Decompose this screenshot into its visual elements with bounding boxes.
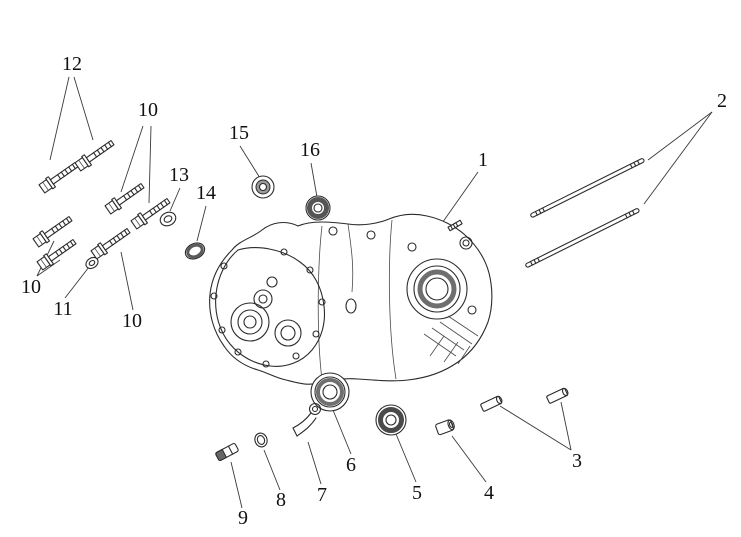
part-seal-ring-14 [184, 242, 206, 260]
callout-14: 14 [196, 182, 216, 204]
stud [524, 207, 641, 269]
part-crankcase [209, 213, 493, 385]
part-bolt-10 [89, 225, 133, 261]
part-washer-13 [159, 211, 177, 227]
leader-lines [36, 76, 713, 509]
part-bushing-4 [435, 419, 455, 436]
callout-13: 13 [169, 164, 189, 186]
callout-15: 15 [229, 122, 249, 144]
part-stud-group-2 [524, 157, 646, 269]
crankcase-top-stud [447, 219, 463, 232]
crankcase-main-bore [406, 258, 468, 320]
part-bolt-group-12 [37, 137, 117, 195]
part-plug-9 [215, 443, 239, 461]
part-washer-11 [85, 256, 99, 270]
part-breather-pipe-7 [292, 402, 322, 437]
crankcase-ribs [423, 315, 479, 365]
callout-16: 16 [300, 139, 320, 161]
part-bolt-group-10-left [31, 213, 79, 272]
bolt [73, 137, 117, 173]
part-dowel-pin-group-3 [479, 386, 570, 413]
callout-4: 4 [484, 482, 494, 504]
callout-3: 3 [572, 450, 582, 472]
callout-10-lower: 10 [122, 310, 142, 332]
part-bushing-15 [251, 175, 275, 199]
bolt [37, 159, 81, 195]
callout-10-top: 10 [138, 99, 158, 121]
dowel-pin [479, 394, 504, 413]
callout-8: 8 [276, 489, 286, 511]
callout-10-left: 10 [21, 276, 41, 298]
part-bearing-6 [310, 372, 350, 412]
callout-1: 1 [478, 149, 488, 171]
crankcase-left-bores [230, 276, 302, 347]
part-o-ring-8 [254, 432, 268, 448]
callout-12: 12 [62, 53, 82, 75]
callout-7: 7 [317, 484, 327, 506]
callout-11: 11 [53, 298, 72, 320]
dowel-pin [545, 386, 570, 405]
callout-6: 6 [346, 454, 356, 476]
callout-labels: 12 10 15 16 13 14 1 2 10 11 10 6 5 4 3 7… [21, 53, 727, 529]
stud [529, 157, 646, 219]
callout-5: 5 [412, 482, 422, 504]
part-oil-seal-16 [305, 195, 331, 221]
callout-2: 2 [717, 90, 727, 112]
callout-9: 9 [238, 507, 248, 529]
bolt [103, 180, 147, 216]
part-bearing-5 [375, 404, 407, 436]
